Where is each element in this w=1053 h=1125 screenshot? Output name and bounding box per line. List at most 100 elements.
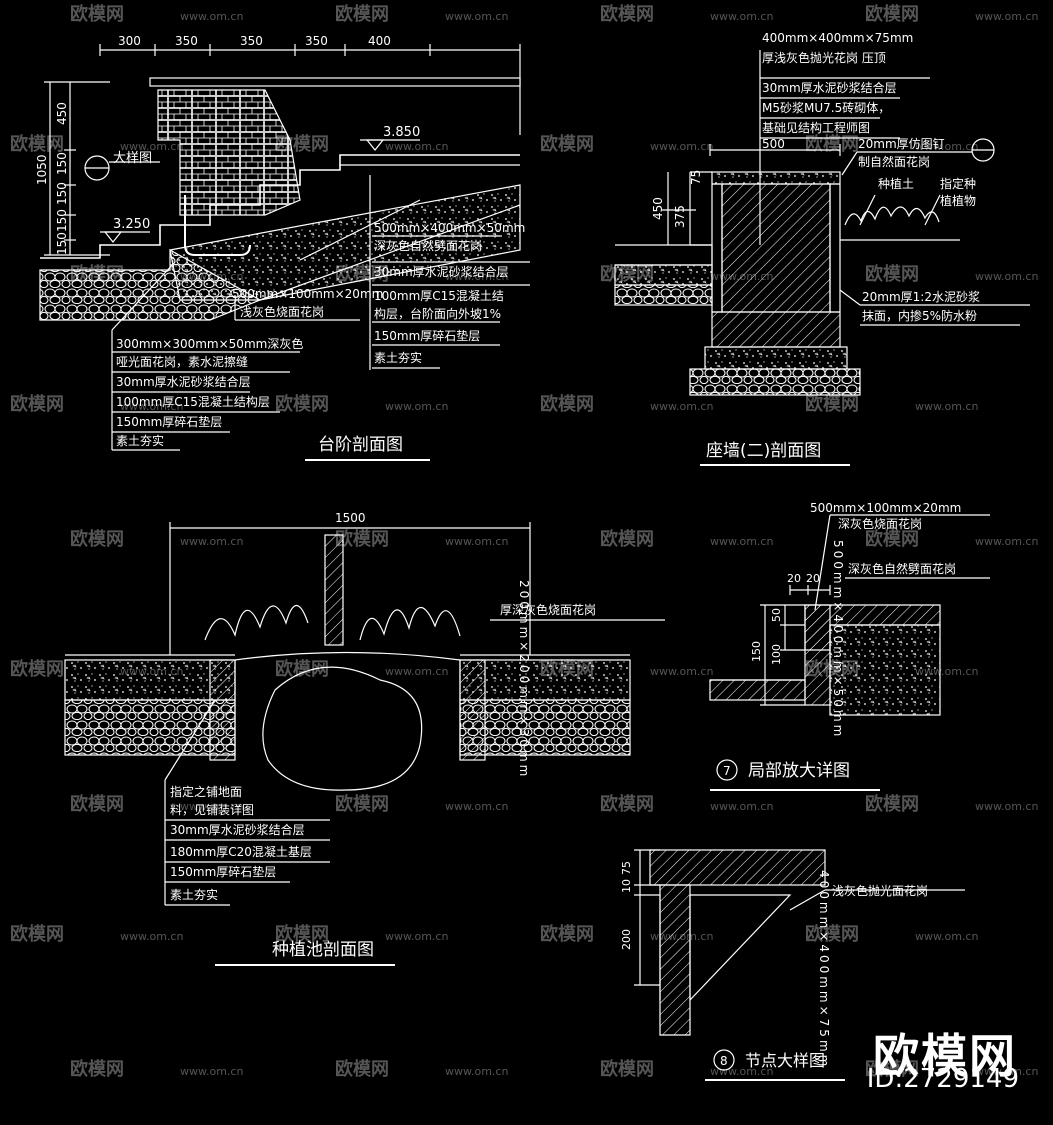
brand-model-id: ID:2729149	[866, 1064, 1019, 1094]
detail7-top-note-2: 深灰色烧面花岗	[838, 516, 922, 531]
elevation-top: 3.850	[383, 125, 420, 140]
watermark-logo: 欧模网	[600, 528, 654, 550]
planter-note-3: 30mm厚水泥砂浆结合层	[170, 822, 305, 837]
step-dim-1: 300	[118, 34, 141, 48]
watermark-url: www.om.cn	[975, 1065, 1038, 1078]
detail8-note: 浅灰色抛光面花岗	[832, 883, 928, 898]
seat-wall-labels: 400mm×400mm×75mm 厚浅灰色抛光花岗 压顶 30mm厚水泥砂浆结合…	[651, 31, 980, 461]
watermark-logo: 欧模网	[275, 393, 329, 415]
watermark-logo: 欧模网	[10, 393, 64, 415]
watermark-url: www.om.cn	[445, 535, 508, 548]
seat-ref-note-1: 20mm厚仿图钉	[858, 137, 945, 151]
detail7-dim-a: 20	[787, 572, 801, 585]
step-right-note-3: 30mm厚水泥砂浆结合层	[374, 264, 509, 279]
planter-dim-width: 1500	[335, 511, 366, 525]
step-height-3: 150	[55, 182, 69, 205]
planter-drawing	[64, 522, 665, 966]
seat-wall-drawing	[614, 50, 1030, 466]
planter-labels: 1500 厚深灰色烧面花岗 200mm×200mm×30mm 指定之铺地面 料，…	[170, 511, 596, 960]
seat-dim-height: 450	[651, 197, 665, 220]
detail7-number: 7	[723, 764, 731, 778]
seat-top-note-1: 400mm×400mm×75mm	[762, 31, 913, 45]
watermark-url: www.om.cn	[180, 800, 243, 813]
seat-ref-note-2: 制自然面花岗	[858, 154, 930, 169]
detail8-dim-height: 200	[620, 929, 633, 950]
step-height-5: 150	[55, 232, 69, 255]
step-section-title: 台阶剖面图	[318, 435, 403, 455]
seat-top-note-2: 厚浅灰色抛光花岗 压顶	[762, 50, 886, 65]
watermark-url: www.om.cn	[650, 400, 713, 413]
seat-wall-title: 座墙(二)剖面图	[706, 441, 821, 461]
planter-note-6: 素土夯实	[170, 887, 218, 902]
detail8-title: 节点大样图	[745, 1051, 825, 1070]
detail8-dim-cap: 75	[620, 861, 633, 875]
watermark-logo: 欧模网	[335, 528, 389, 550]
watermark-logo: 欧模网	[70, 1058, 124, 1080]
brand-logo-text: 欧模网	[873, 1029, 1017, 1083]
planter-title: 种植池剖面图	[272, 940, 374, 960]
watermark-url: www.om.cn	[120, 140, 183, 153]
seat-planting-note-1: 指定种	[940, 176, 976, 191]
watermark-logo: 欧模网	[70, 528, 124, 550]
watermark-url: www.om.cn	[915, 400, 978, 413]
planter-note-1: 指定之铺地面	[170, 784, 242, 799]
watermark-logo: 欧模网	[10, 133, 64, 155]
watermark-logo: 欧模网	[600, 793, 654, 815]
watermark-url: www.om.cn	[180, 535, 243, 548]
detail8-drawing	[634, 849, 965, 1081]
planter-note-2: 料，见铺装详图	[170, 802, 254, 817]
watermark-logo: 欧模网	[865, 3, 919, 25]
detail7-dim-body: 100	[770, 644, 783, 665]
watermark-logo: 欧模网	[335, 1058, 389, 1080]
step-height-total: 1050	[35, 154, 49, 185]
step-right-note-4: 100mm厚C15混凝土结	[374, 288, 504, 303]
watermark-url: www.om.cn	[710, 10, 773, 23]
seat-planting-note-2: 植植物	[940, 193, 976, 208]
watermark-logo: 欧模网	[865, 793, 919, 815]
watermark-url: www.om.cn	[445, 800, 508, 813]
step-left-note-4: 100mm厚C15混凝土结构层	[116, 394, 270, 409]
step-left-note-6: 素土夯实	[116, 433, 164, 448]
watermark-url: www.om.cn	[445, 1065, 508, 1078]
watermark-logo: 欧模网	[540, 133, 594, 155]
detail8-number: 8	[720, 1054, 728, 1068]
detail8-vertical-dim: 400mm×400mm×75mm	[817, 870, 831, 1069]
watermark-logo: 欧模网	[70, 793, 124, 815]
seat-bottom-note-2: 抹面，内掺5%防水粉	[862, 308, 977, 323]
seat-dim-width: 500	[762, 137, 785, 151]
step-height-2: 150	[55, 152, 69, 175]
step-left-note-1: 300mm×300mm×50mm深灰色	[116, 337, 303, 351]
detail7-labels: 500mm×100mm×20mm 深灰色烧面花岗 深灰色自然劈面花岗 20 20…	[723, 501, 961, 781]
step-height-4: 150	[55, 209, 69, 232]
step-dim-4: 350	[305, 34, 328, 48]
watermark-logo: 欧模网	[865, 263, 919, 285]
step-left-note-3: 30mm厚水泥砂浆结合层	[116, 374, 251, 389]
step-right-note-6: 150mm厚碎石垫层	[374, 328, 480, 343]
detail7-mid-note: 深灰色自然劈面花岗	[848, 561, 956, 576]
detail8-dim-gap: 10	[620, 879, 633, 893]
detail7-drawing	[709, 514, 990, 791]
watermark-url: www.om.cn	[915, 140, 978, 153]
watermark-logo: 欧模网	[275, 923, 329, 945]
step-section-labels: 300 350 350 350 400 1050 450 150 150 150…	[35, 34, 525, 455]
step-dim-2: 350	[175, 34, 198, 48]
detail7-top-note-1: 500mm×100mm×20mm	[810, 501, 961, 515]
seat-dim-cap: 75	[689, 170, 703, 185]
step-left-note-5: 150mm厚碎石垫层	[116, 414, 222, 429]
step-right-note-5: 构层，台阶面向外坡1%	[374, 306, 501, 321]
watermark-url: www.om.cn	[445, 270, 508, 283]
detail7-dim-b: 20	[806, 572, 820, 585]
step-mid-note-2: 浅灰色烧面花岗	[240, 304, 324, 319]
watermark-url: www.om.cn	[385, 140, 448, 153]
watermark-url: www.om.cn	[385, 665, 448, 678]
watermark-url: www.om.cn	[180, 1065, 243, 1078]
watermark-url: www.om.cn	[710, 535, 773, 548]
seat-top-note-5: 基础见结构工程师图	[762, 120, 870, 135]
step-height-1: 450	[55, 102, 69, 125]
watermark-logo: 欧模网	[600, 3, 654, 25]
step-section-drawing	[39, 44, 530, 461]
watermark-url: www.om.cn	[975, 10, 1038, 23]
detail7-vertical-dim: 500mm×400mm×50mm	[831, 540, 845, 739]
seat-top-note-3: 30mm厚水泥砂浆结合层	[762, 80, 897, 95]
watermark-logo: 欧模网	[540, 393, 594, 415]
